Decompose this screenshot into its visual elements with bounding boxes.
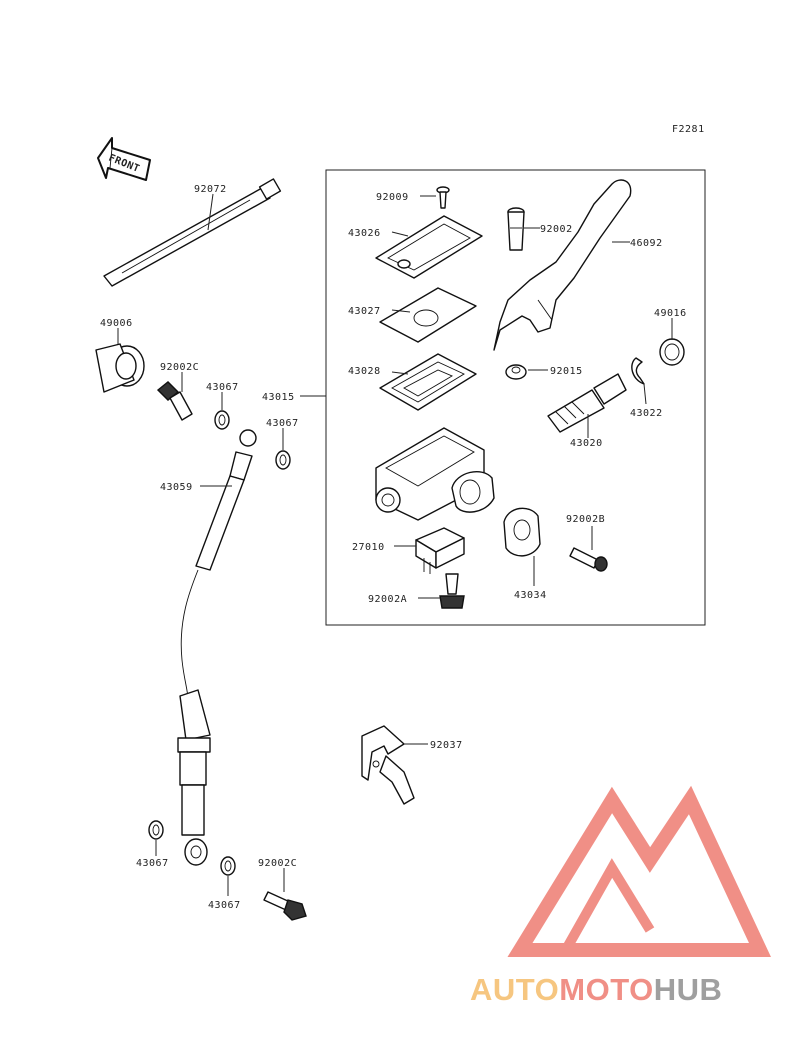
callout-92015: 92015 <box>550 366 583 377</box>
watermark-text-auto: AUTO <box>470 972 559 1007</box>
clamp-part <box>503 507 541 557</box>
banjo-bolt-part-a <box>156 381 193 421</box>
diaphragm-part <box>379 353 477 411</box>
callout-43067-b: 43067 <box>266 418 299 429</box>
callout-43022: 43022 <box>630 408 663 419</box>
washer-part-b <box>275 450 291 470</box>
callout-43067-a: 43067 <box>206 382 239 393</box>
assembly-box <box>325 169 706 626</box>
callout-92002c-b: 92002C <box>258 858 297 869</box>
callout-92002b: 92002B <box>566 514 605 525</box>
watermark-logo: AUTOMOTOHUB <box>470 785 771 1007</box>
watermark-text-hub: HUB <box>654 972 723 1007</box>
callout-46092: 46092 <box>630 238 663 249</box>
banjo-bolt-part-b <box>263 891 307 921</box>
brake-hose-part <box>177 429 257 866</box>
diaphragm-plate-part <box>379 287 477 343</box>
callout-92002c-a: 92002C <box>160 362 199 373</box>
nut-part <box>505 364 527 380</box>
cable-tie-part <box>103 178 282 287</box>
hose-clamp-part <box>361 725 415 805</box>
watermark-triangle-icon <box>507 785 771 957</box>
callout-43059: 43059 <box>160 482 193 493</box>
callout-43015: 43015 <box>262 392 295 403</box>
callout-43067-c: 43067 <box>136 858 169 869</box>
pivot-bolt-part <box>507 207 525 251</box>
front-arrow-icon: FRONT <box>97 137 151 181</box>
boot-part <box>95 343 145 393</box>
circlip-part <box>631 357 645 385</box>
callout-43028: 43028 <box>348 366 381 377</box>
callout-92009: 92009 <box>376 192 409 203</box>
callout-43026: 43026 <box>348 228 381 239</box>
reservoir-cap-part <box>375 215 483 279</box>
dust-cup-part <box>659 338 685 366</box>
piston-kit-part <box>547 373 627 433</box>
washer-part-a <box>214 410 230 430</box>
washer-part-d <box>220 856 236 876</box>
callout-27010: 27010 <box>352 542 385 553</box>
callout-49006: 49006 <box>100 318 133 329</box>
washer-part-c <box>148 820 164 840</box>
callout-43034: 43034 <box>514 590 547 601</box>
callout-92002a: 92002A <box>368 594 407 605</box>
callout-92037: 92037 <box>430 740 463 751</box>
master-cylinder-body <box>375 427 495 521</box>
watermark-text-moto: MOTO <box>559 972 653 1007</box>
clamp-bolt-part <box>569 547 608 572</box>
callout-92072: 92072 <box>194 184 227 195</box>
figure-code: F2281 <box>672 124 705 135</box>
callout-43027: 43027 <box>348 306 381 317</box>
svg-text:AUTOMOTOHUB: AUTOMOTOHUB <box>470 972 722 1007</box>
callout-43067-d: 43067 <box>208 900 241 911</box>
callout-92002: 92002 <box>540 224 573 235</box>
screw-part <box>436 186 450 209</box>
brake-lever-part <box>493 179 632 351</box>
switch-bolt-part <box>439 573 465 609</box>
callout-49016: 49016 <box>654 308 687 319</box>
callout-43020: 43020 <box>570 438 603 449</box>
brake-switch-part <box>415 527 465 574</box>
